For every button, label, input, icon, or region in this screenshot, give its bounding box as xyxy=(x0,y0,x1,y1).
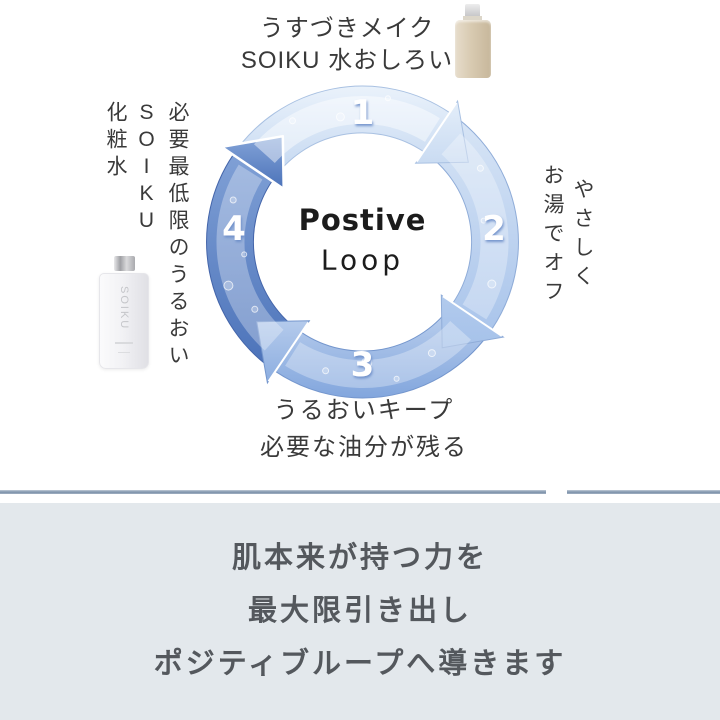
lotion-bottle-label-line-small xyxy=(118,352,130,353)
lotion-bottle-label: SOIKU xyxy=(118,286,130,331)
step2-label-line1: やさしく xyxy=(571,178,594,294)
step1-label-line2: SOIKU 水おしろい xyxy=(240,47,454,74)
step4-label-brand: SOIKU xyxy=(135,101,158,236)
powder-bottle-body xyxy=(454,20,491,78)
step1-label-line1: うすづきメイク xyxy=(259,15,435,42)
bottom-message-panel: 肌本来が持つ力を 最大限引き出し ポジティブループへ導きます xyxy=(0,503,720,720)
loop-center-title-line1: Postive xyxy=(299,203,427,237)
bottom-message: 肌本来が持つ力を 最大限引き出し ポジティブループへ導きます xyxy=(0,503,720,691)
lotion-bottle-image: SOIKU xyxy=(99,256,149,369)
step4-label-description: 必要最低限のうるおい xyxy=(166,101,189,371)
bottom-message-line1: 肌本来が持つ力を xyxy=(231,542,488,574)
powder-bottle-cap xyxy=(465,4,480,16)
step2-label-line2: お湯でオフ xyxy=(541,163,564,309)
loop-step-number-4: 4 xyxy=(222,209,246,249)
divider-line-right xyxy=(567,490,720,494)
powder-bottle-image xyxy=(454,4,491,78)
divider-line-left xyxy=(0,490,546,494)
loop-center-title-line2: Loop xyxy=(321,244,404,277)
step1-label: うすづきメイク SOIKU 水おしろい xyxy=(233,13,461,77)
bottom-message-line2: 最大限引き出し xyxy=(247,595,472,627)
positive-loop-diagram: 1 2 3 4 Postive Loop xyxy=(206,85,519,399)
step4-label: 必要最低限のうるおい SOIKU 化粧水 xyxy=(100,101,193,379)
loop-step-number-3: 3 xyxy=(351,345,375,385)
powder-bottle-neck xyxy=(463,16,482,20)
lotion-bottle-body: SOIKU xyxy=(99,273,149,369)
step3-label-line2: 必要な油分が残る xyxy=(260,434,468,461)
loop-arrow-cycle xyxy=(206,85,519,399)
step3-label: うるおいキープ 必要な油分が残る xyxy=(186,392,542,466)
loop-step-number-1: 1 xyxy=(351,93,375,133)
step4-label-product: 化粧水 xyxy=(104,101,127,182)
lotion-bottle-cap xyxy=(113,256,135,271)
lotion-bottle-label-line xyxy=(115,342,133,344)
loop-step-number-2: 2 xyxy=(482,209,506,249)
bottom-message-line3: ポジティブループへ導きます xyxy=(153,648,567,680)
step3-label-line1: うるおいキープ xyxy=(273,397,455,424)
step2-label: やさしく お湯でオフ xyxy=(537,160,597,312)
